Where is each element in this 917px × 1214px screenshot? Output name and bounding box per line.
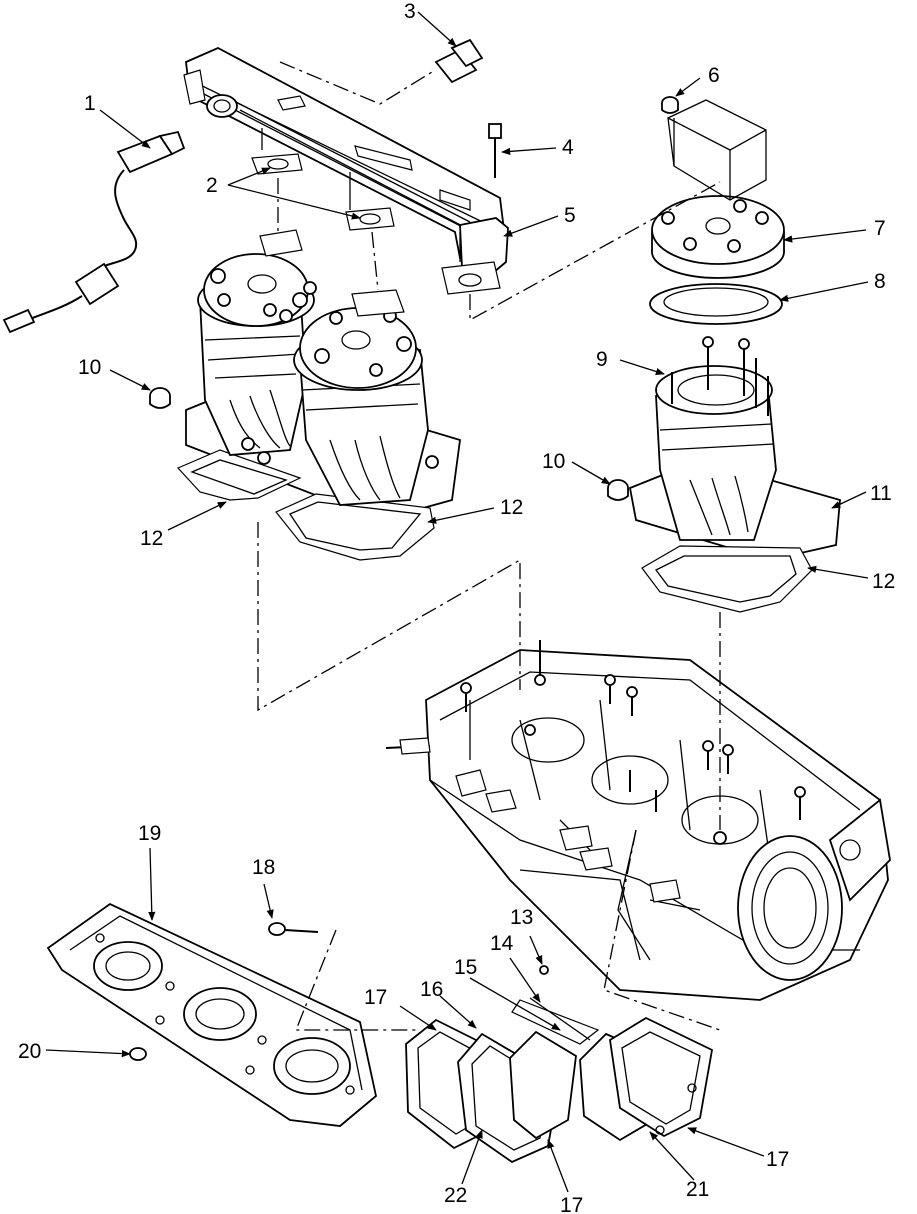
intake-manifold-19 [46, 902, 377, 1127]
callout-11: 11 [870, 482, 892, 505]
leader-lines [45, 11, 869, 1193]
callout-14: 14 [490, 932, 514, 955]
callout-5: 5 [564, 204, 576, 227]
crankcase [385, 640, 891, 1001]
bolt-18 [268, 922, 319, 936]
nut-20 [129, 1047, 147, 1061]
reed-block-17-mid [509, 1030, 577, 1140]
callout-12-left: 12 [140, 527, 163, 550]
callout-2: 2 [206, 174, 218, 197]
bolt-4 [488, 123, 502, 178]
callout-17-right: 17 [766, 1148, 789, 1171]
callout-labels: 1 2 3 4 5 6 7 8 9 10 10 11 12 12 12 13 1… [18, 0, 895, 1214]
gasket-2-left [251, 153, 303, 175]
callout-16: 16 [420, 978, 443, 1001]
callout-10-left: 10 [78, 356, 101, 379]
callout-13: 13 [510, 906, 533, 929]
callout-17-left: 17 [364, 986, 387, 1009]
callout-9: 9 [596, 348, 608, 371]
oring-8 [649, 283, 783, 325]
callout-1: 1 [84, 92, 96, 115]
head-cover-6-outline [667, 99, 767, 201]
callout-15: 15 [454, 956, 477, 979]
nut-10-right [607, 479, 629, 501]
nut-6 [661, 96, 679, 114]
cylinder-assembly-left [176, 229, 461, 561]
sensor-1 [2, 130, 186, 334]
callout-6: 6 [708, 64, 720, 87]
nut-10-left [149, 387, 171, 409]
callout-7: 7 [874, 217, 886, 240]
gasket-5-flange [441, 261, 501, 295]
gasket-2-right [345, 207, 395, 231]
manifold-rail [183, 47, 509, 273]
callout-10-right: 10 [542, 450, 565, 473]
cylinder-11 [628, 336, 841, 561]
callout-8: 8 [874, 270, 886, 293]
callout-22: 22 [444, 1184, 467, 1207]
screw-13 [539, 965, 549, 975]
callout-21: 21 [686, 1178, 709, 1201]
reed-15 [511, 997, 600, 1045]
cylinder-head-7 [651, 195, 785, 279]
reed-block-17-right [579, 1016, 714, 1142]
gasket-12-right [641, 545, 813, 613]
alignment-lines [257, 61, 721, 1031]
callout-20: 20 [18, 1040, 41, 1063]
fitting-3 [434, 38, 484, 84]
callout-18: 18 [252, 856, 275, 879]
callout-12-center: 12 [500, 496, 523, 519]
callout-12-right: 12 [872, 570, 895, 593]
callout-3: 3 [404, 0, 416, 23]
callout-19: 19 [138, 822, 161, 845]
callout-17-bottom: 17 [560, 1194, 583, 1214]
callout-4: 4 [562, 136, 574, 159]
